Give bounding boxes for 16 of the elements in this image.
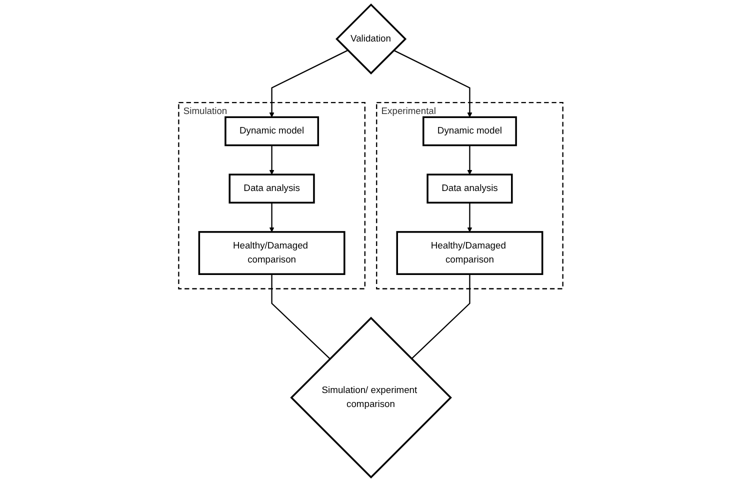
node-diamond: Validation [335,3,406,74]
node-box: Healthy/Damaged comparison [198,231,346,275]
node-box: Data analysis [228,174,315,204]
arrow [466,145,472,175]
arrow [268,145,274,175]
node-box: Dynamic model [224,116,319,146]
connector [410,274,470,360]
node-box: Data analysis [426,174,512,204]
arrow [268,202,274,232]
connector [270,274,330,360]
node-box: Healthy/Damaged comparison [396,231,543,275]
node-diamond: Simulation/ experiment comparison [290,316,452,479]
arrow [393,50,472,118]
arrow [466,202,472,232]
arrow [268,50,348,118]
node-box: Dynamic model [422,116,517,146]
